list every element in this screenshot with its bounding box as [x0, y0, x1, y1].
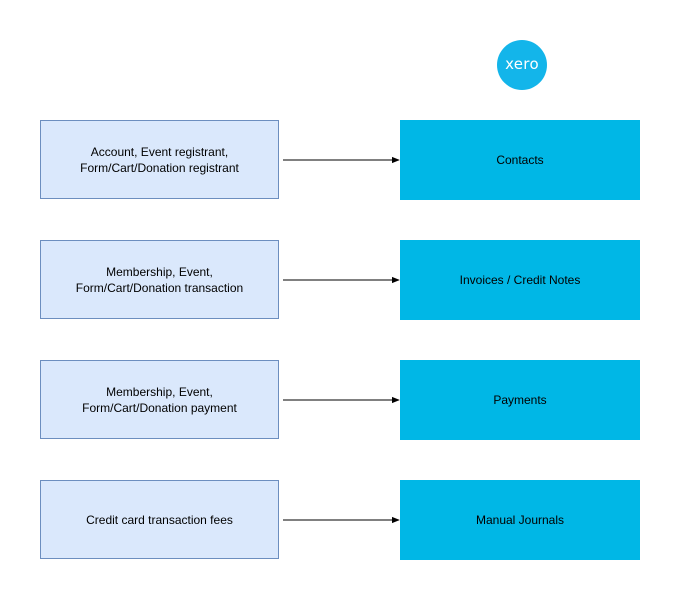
target-label: Payments: [493, 393, 547, 407]
target-label: Contacts: [496, 153, 544, 167]
target-label: Invoices / Credit Notes: [459, 273, 581, 287]
source-label: Credit card transaction fees: [86, 512, 233, 527]
source-box-registrant: Account, Event registrant, Form/Cart/Don…: [40, 120, 279, 199]
source-box-transaction: Membership, Event, Form/Cart/Donation tr…: [40, 240, 279, 319]
xero-logo-text: xero: [505, 54, 539, 73]
target-label: Manual Journals: [475, 513, 565, 527]
xero-logo-icon: xero: [497, 40, 547, 90]
source-label: Membership, Event, Form/Cart/Donation pa…: [82, 384, 237, 415]
source-box-payment: Membership, Event, Form/Cart/Donation pa…: [40, 360, 279, 439]
target-box-contacts: Contacts: [400, 120, 640, 200]
source-label: Membership, Event, Form/Cart/Donation tr…: [75, 264, 244, 295]
source-label: Account, Event registrant, Form/Cart/Don…: [80, 144, 239, 175]
source-box-fees: Credit card transaction fees: [40, 480, 279, 559]
target-box-payments: Payments: [400, 360, 640, 440]
target-box-invoices: Invoices / Credit Notes: [400, 240, 640, 320]
target-box-journals: Manual Journals: [400, 480, 640, 560]
